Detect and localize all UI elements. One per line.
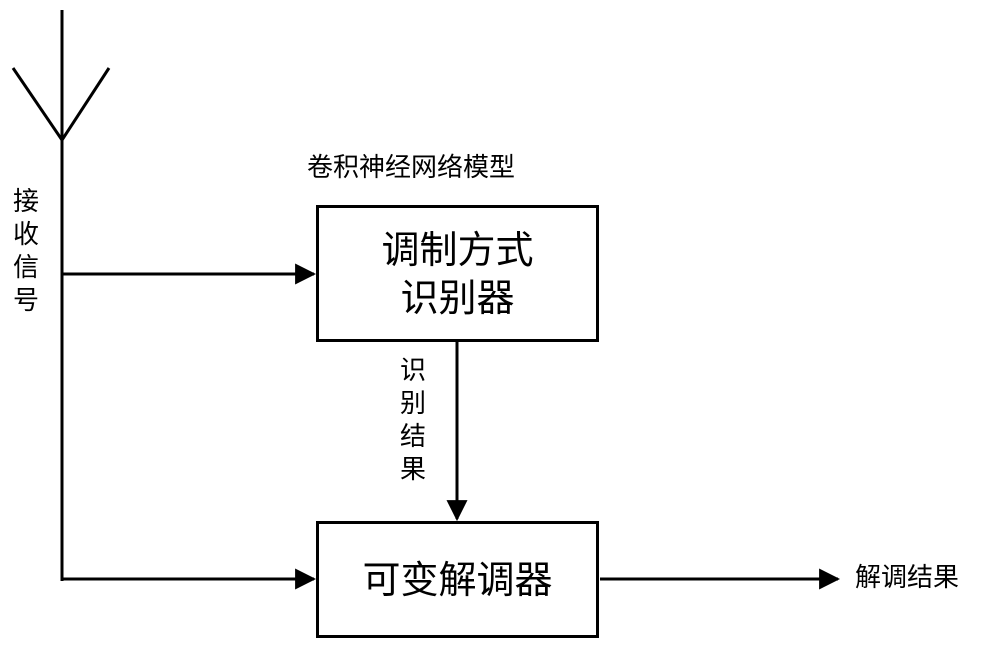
demodulator-label: 可变解调器 — [362, 557, 553, 602]
antenna-icon — [11, 10, 111, 141]
recognition-result-label: 识别结果 — [399, 356, 426, 485]
model-title: 卷积神经网络模型 — [307, 153, 516, 183]
recognizer-box: 调制方式 识别器 — [316, 205, 599, 342]
demodulator-box: 可变解调器 — [316, 521, 599, 638]
received-signal-label: 接收信号 — [12, 187, 39, 316]
output-label: 解调结果 — [855, 563, 960, 593]
recognizer-label: 调制方式 识别器 — [381, 227, 534, 320]
